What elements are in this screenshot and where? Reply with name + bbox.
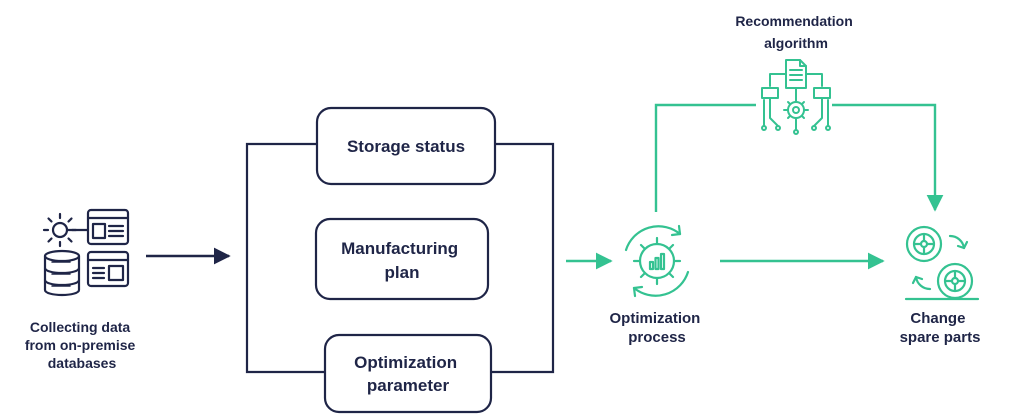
- arrow-recommendation-to-change: [832, 103, 944, 212]
- wheels-swap-icon: [904, 225, 980, 301]
- input-box-storage: Storage status: [315, 106, 497, 186]
- input-box-manufacturing: Manufacturing plan: [314, 217, 490, 301]
- storage-status-label: Storage status: [347, 137, 465, 156]
- optimization-parameter-label: Optimization parameter: [354, 353, 462, 395]
- inputs-bracket: [245, 142, 555, 374]
- optimization-label: Optimization process: [610, 310, 705, 346]
- manufacturing-plan-label: Manufacturing plan: [341, 239, 463, 282]
- input-box-parameter: Optimization parameter: [323, 333, 493, 414]
- arrow-optimization-to-recommendation: [654, 103, 756, 212]
- recommendation-label: Recommendation algorithm: [735, 13, 856, 51]
- change-label: Change spare parts: [900, 310, 981, 346]
- document-flow-gear-icon: [761, 59, 831, 135]
- source-label: Collecting data from on-premise database…: [25, 319, 139, 371]
- gear-chart-cycle-icon: [624, 224, 690, 298]
- database-gear-icon: [42, 208, 130, 297]
